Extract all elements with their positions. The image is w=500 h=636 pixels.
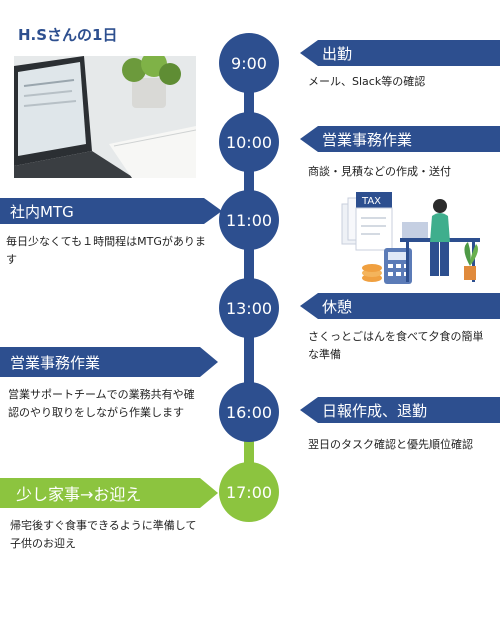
event-title: 営業事務作業 [322,130,413,149]
time-label: 17:00 [225,482,273,502]
page-title: H.Sさんの1日 [18,26,118,44]
event-description: 毎日少なくても１時間程はMTGがあります [6,235,206,266]
event-title-tag: 営業事務作業 [0,347,218,377]
time-circle-11: 11:00 [219,190,279,250]
time-circle-16: 16:00 [219,382,279,442]
event-title: 少し家事→お迎え [16,485,142,504]
event-description: さくっとごはんを食べて夕食の簡単な準備 [308,330,484,361]
event-title-tag: 社内MTG [0,198,222,224]
time-circle-13: 13:00 [219,278,279,338]
event-title-tag: 営業事務作業 [300,126,500,152]
event-title: 出勤 [322,44,353,63]
event-title-tag: 休憩 [300,293,500,319]
time-label: 16:00 [225,402,273,422]
event-title-tag: 出勤 [300,40,500,66]
event-title-tag: 日報作成、退勤 [300,397,500,423]
laptop-photo-drawing [14,56,196,178]
time-circle-9: 9:00 [219,33,279,93]
woman-working-at-desk-illustration: TAX [336,186,486,290]
event-title-tag: 少し家事→お迎え [0,478,218,508]
time-label: 11:00 [225,210,273,230]
event-description: 帰宅後すぐ食事できるように準備して子供のお迎え [10,519,197,550]
event-title: 営業事務作業 [10,353,101,372]
event-description: メール、Slack等の確認 [308,75,426,88]
time-circle-10: 10:00 [219,112,279,172]
time-label: 10:00 [225,132,273,152]
time-label: 9:00 [231,53,267,73]
laptop-and-plant-photo [14,56,196,178]
desk-illustration-drawing: TAX [341,192,480,284]
tax-sign: TAX [361,196,381,207]
time-circle-17: 17:00 [219,462,279,522]
event-title: 日報作成、退勤 [322,401,428,420]
event-title: 休憩 [322,297,353,316]
event-description: 翌日のタスク確認と優先順位確認 [308,438,473,451]
event-description: 商談・見積などの作成・送付 [308,165,451,178]
event-description: 営業サポートチームでの業務共有や確認のやり取りをしながら作業します [8,388,195,419]
event-title: 社内MTG [10,202,74,221]
timeline-line [244,60,254,440]
time-label: 13:00 [225,298,273,318]
